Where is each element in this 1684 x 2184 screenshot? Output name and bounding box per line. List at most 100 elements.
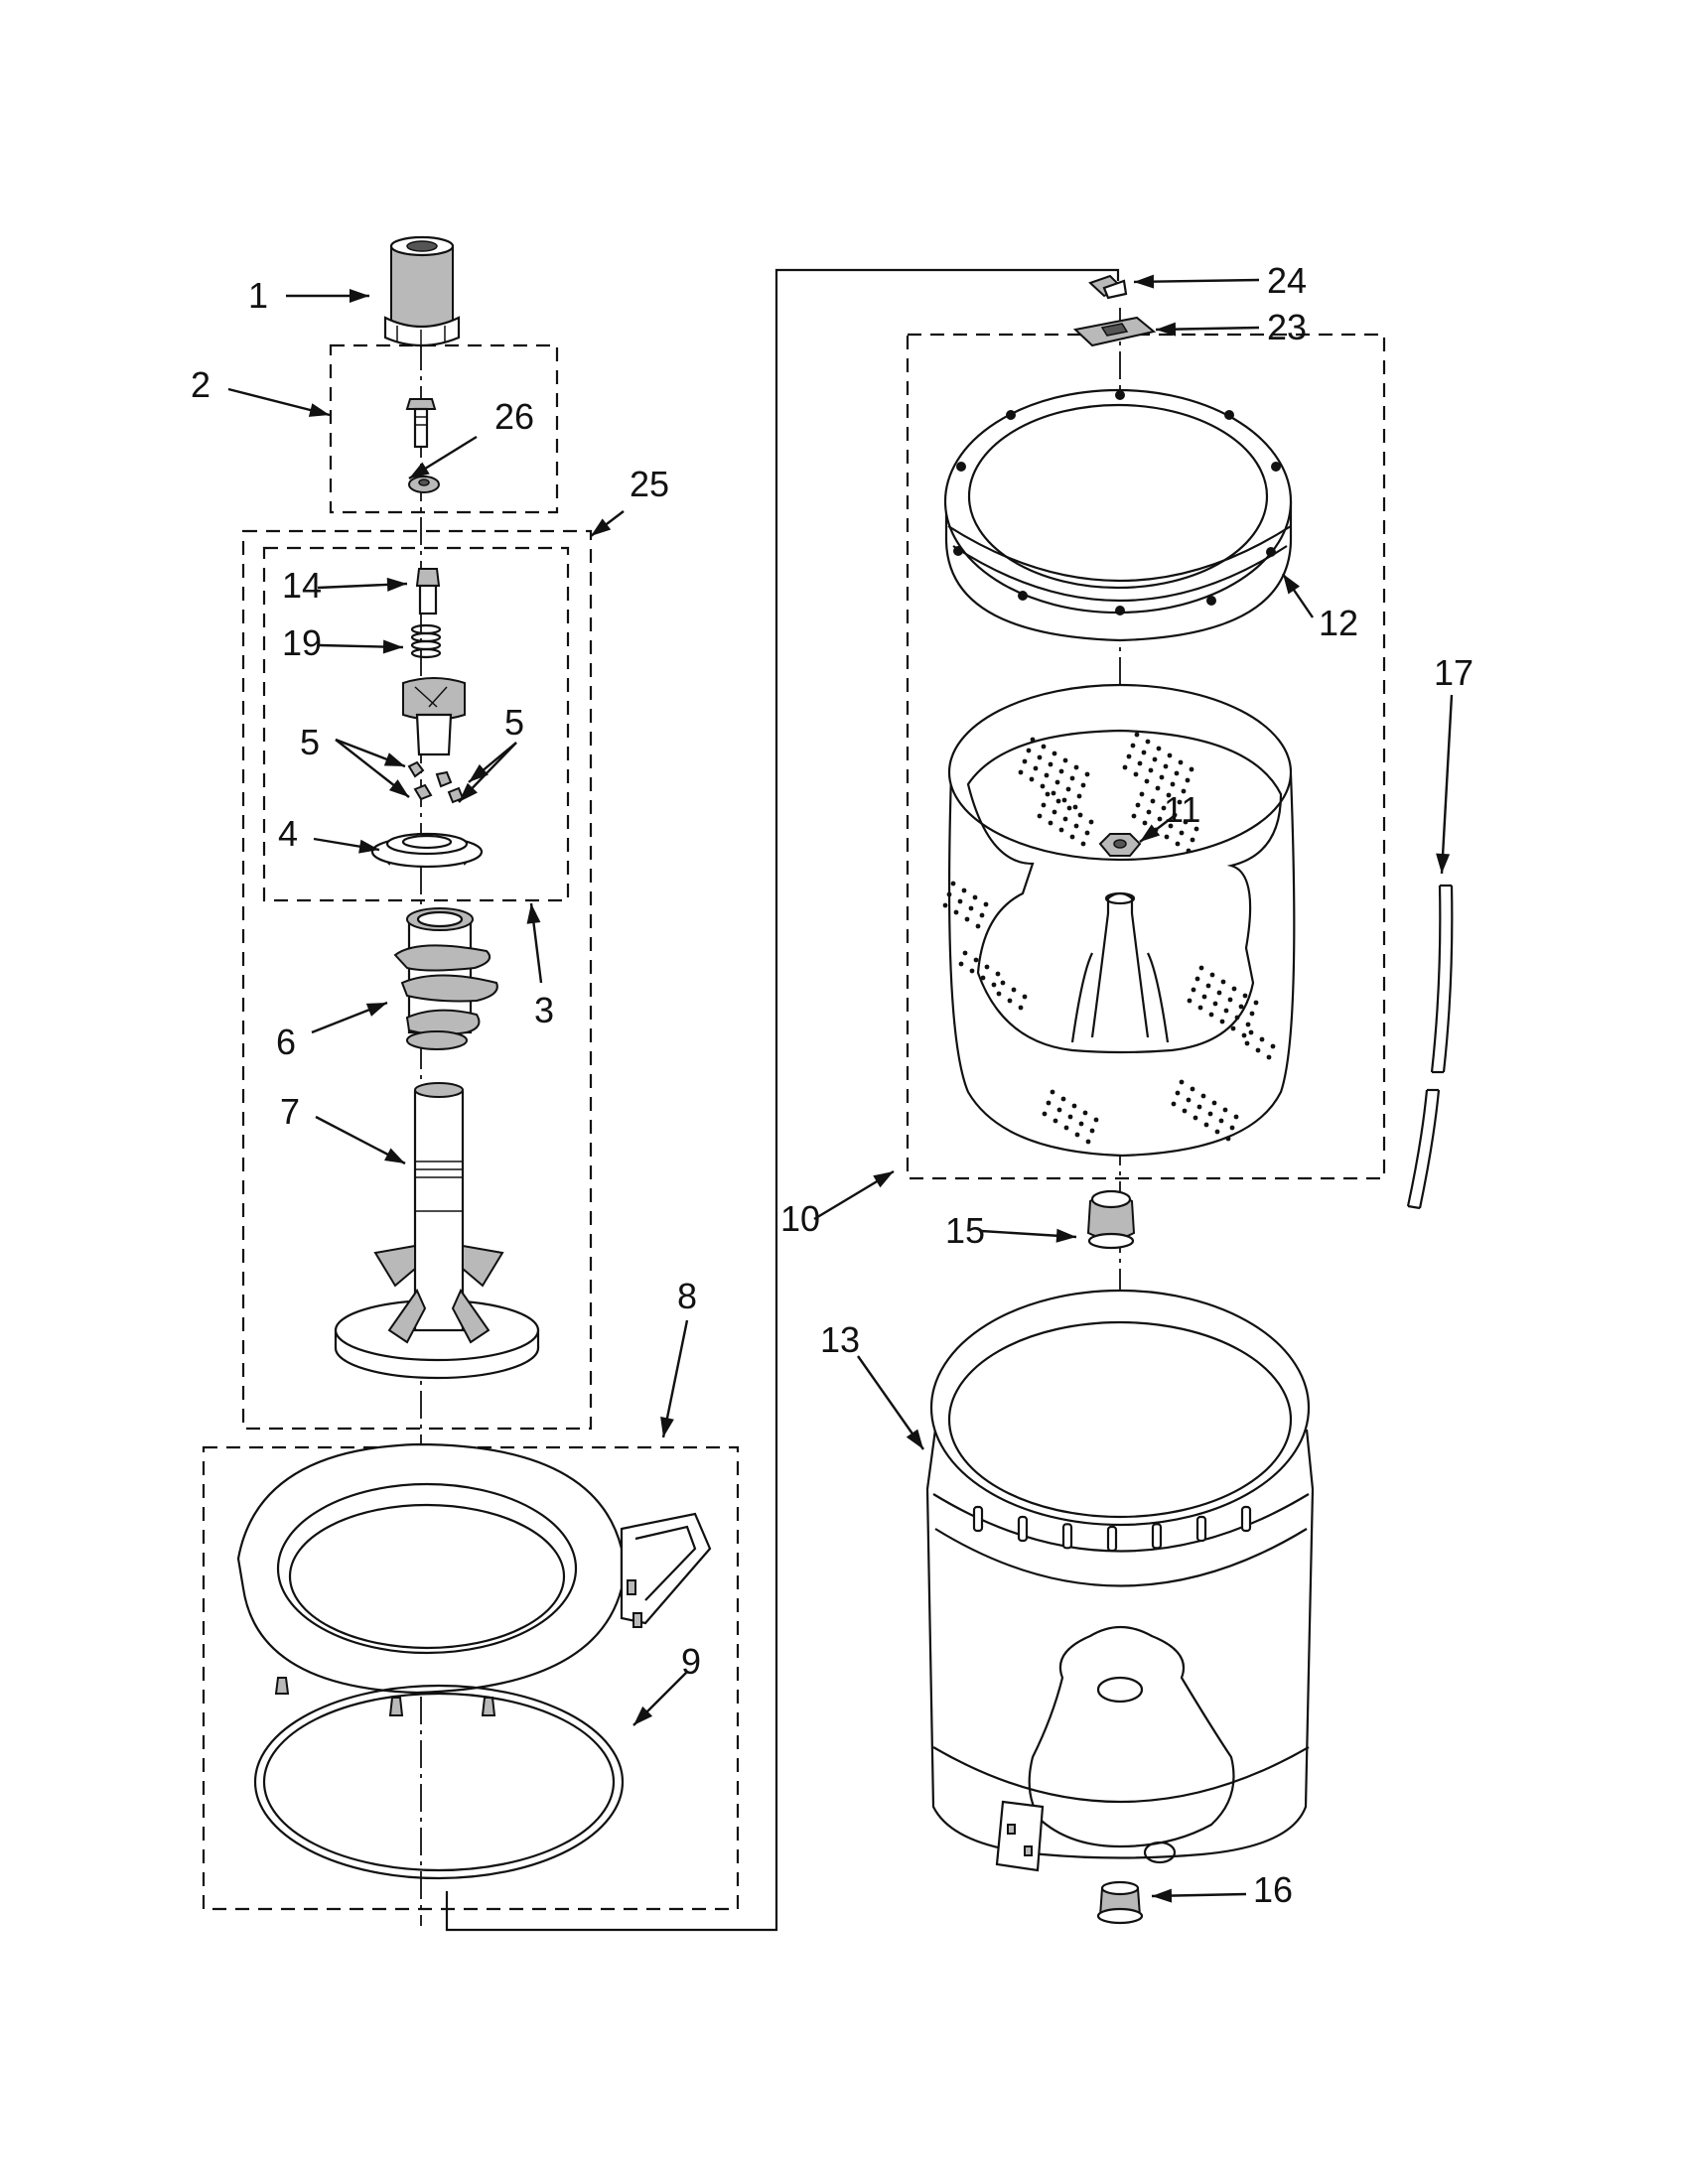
perforation-dot xyxy=(1201,994,1207,1000)
perforation-dot xyxy=(1141,750,1147,755)
perforation-dot xyxy=(1146,809,1152,815)
perforation-dot xyxy=(996,991,1002,997)
perforation-dot xyxy=(1198,965,1204,971)
perforation-dot xyxy=(958,961,964,967)
cam-icon xyxy=(415,568,441,615)
perforation-dot xyxy=(1067,1114,1073,1120)
perforation-dot xyxy=(964,916,970,922)
perforation-dot xyxy=(1135,802,1141,808)
perforation-dot xyxy=(1196,1104,1202,1110)
callout-8: 8 xyxy=(677,1276,697,1316)
perforation-dot xyxy=(1189,766,1194,772)
perforation-dot xyxy=(1245,1022,1251,1027)
tub-slot xyxy=(1061,1523,1073,1550)
leader-line xyxy=(661,1319,689,1438)
callout-24: 24 xyxy=(1267,260,1307,301)
callout-6: 6 xyxy=(276,1022,296,1062)
perforation-dot xyxy=(1168,823,1174,829)
perforation-dot xyxy=(1000,980,1006,986)
perforation-dot xyxy=(1193,826,1199,832)
arrowhead xyxy=(350,289,369,303)
perforation-dot xyxy=(1214,1129,1220,1135)
perforation-dot xyxy=(1253,1000,1259,1006)
perforation-dot xyxy=(1152,756,1158,762)
arrowhead xyxy=(384,1148,405,1163)
perforation-dot xyxy=(1203,1122,1209,1128)
callout-16: 16 xyxy=(1253,1869,1293,1910)
perforation-dot xyxy=(980,975,986,981)
perforation-dot xyxy=(950,881,956,887)
dog-ratchet-icon xyxy=(407,760,465,804)
group-box-25 xyxy=(241,529,593,1431)
perforation-dot xyxy=(1074,1132,1080,1138)
arrowhead xyxy=(365,1003,387,1017)
perforation-dot xyxy=(1137,760,1143,766)
arrowhead xyxy=(906,1429,923,1449)
perforation-dot xyxy=(1175,841,1181,847)
perforation-dot xyxy=(961,887,967,893)
perforation-dot xyxy=(1080,841,1086,847)
perforation-dot xyxy=(1183,819,1189,825)
tub-slots xyxy=(972,1505,1252,1553)
perforation-dot xyxy=(1190,837,1195,843)
perforation-dot xyxy=(972,894,978,900)
perforation-dot xyxy=(1048,820,1053,826)
perforation-dot xyxy=(1207,1111,1213,1117)
arrowhead xyxy=(526,903,541,924)
perforation-dot xyxy=(1194,976,1200,982)
arrowhead xyxy=(591,518,612,536)
perforation-dot xyxy=(1155,785,1161,791)
agitator-base-icon xyxy=(334,1082,540,1380)
perforation-dot xyxy=(1060,1096,1066,1102)
perforation-dot xyxy=(975,923,981,929)
arrowhead xyxy=(633,1706,653,1725)
spanner-nut-icon xyxy=(1072,316,1157,347)
group-box-10 xyxy=(906,333,1386,1180)
perforation-dot xyxy=(1266,1054,1272,1060)
perforation-dot xyxy=(1052,1118,1058,1124)
callout-4: 4 xyxy=(278,813,298,854)
perforation-dot xyxy=(1062,816,1068,822)
callout-11: 11 xyxy=(1164,789,1200,830)
perforation-dot xyxy=(1041,802,1047,808)
callout-2: 2 xyxy=(191,364,210,405)
arrowhead xyxy=(1283,574,1301,595)
perforation-dot xyxy=(1046,1100,1052,1106)
arrowhead xyxy=(1152,1888,1173,1903)
arrowhead xyxy=(459,782,478,802)
tub-ring-icon xyxy=(236,1442,712,1716)
perforation-dot xyxy=(1078,1121,1084,1127)
perforation-dot xyxy=(1073,764,1079,770)
arrowhead xyxy=(358,839,379,854)
perforation-dot xyxy=(1044,772,1050,778)
perforation-dot xyxy=(1065,786,1071,792)
perforation-dot xyxy=(1040,783,1046,789)
arrowhead xyxy=(1140,824,1161,842)
tub-slot xyxy=(972,1505,984,1533)
perforation-dot xyxy=(1190,1086,1195,1092)
perforation-dot xyxy=(1089,1128,1095,1134)
perforation-dot xyxy=(1166,792,1172,798)
callout-15: 15 xyxy=(945,1210,985,1251)
drive-dog-icon xyxy=(370,832,484,869)
perforation-dot xyxy=(1177,799,1183,805)
perforation-dot xyxy=(1071,1103,1077,1109)
tub-slot xyxy=(1240,1505,1252,1533)
perforation-dot xyxy=(1041,744,1047,750)
arrowhead xyxy=(660,1417,674,1437)
arrowhead xyxy=(873,1171,894,1188)
perforation-dot xyxy=(984,964,990,970)
arrowhead xyxy=(383,752,405,766)
perforation-dot xyxy=(1051,790,1056,796)
perforation-dot xyxy=(1255,1047,1261,1053)
basket-perforations xyxy=(942,732,1276,1145)
callout-3: 3 xyxy=(534,990,554,1030)
perforation-dot xyxy=(1171,1101,1177,1107)
tub-slot xyxy=(1195,1515,1207,1543)
outer-tub-icon xyxy=(925,1289,1315,1872)
perforation-dot xyxy=(1161,805,1167,811)
perforation-dot xyxy=(1178,759,1184,765)
arrowhead xyxy=(388,779,409,797)
perforation-dot xyxy=(1219,1019,1225,1024)
